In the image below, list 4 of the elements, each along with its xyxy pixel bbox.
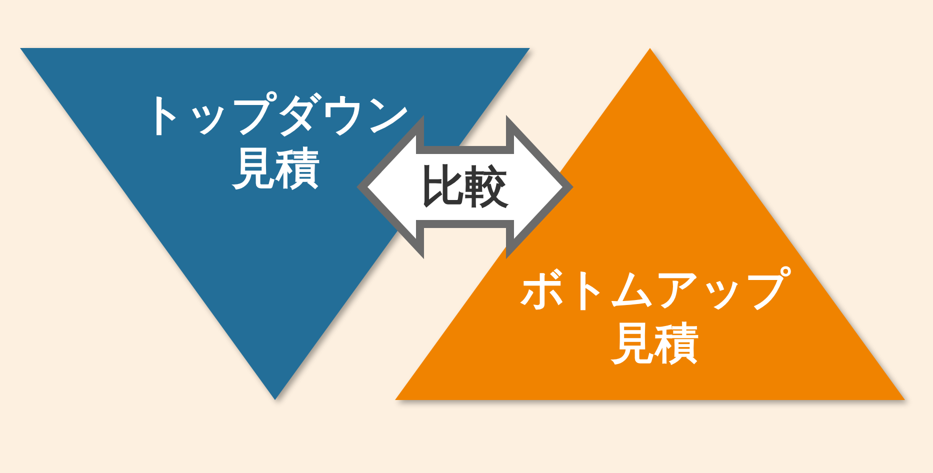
arrow-label: 比較: [421, 162, 509, 212]
triangle-label: ボトムアップ見積: [519, 263, 791, 371]
triangle-label: トップダウン見積: [140, 88, 412, 196]
double-arrow: [356, 114, 574, 260]
